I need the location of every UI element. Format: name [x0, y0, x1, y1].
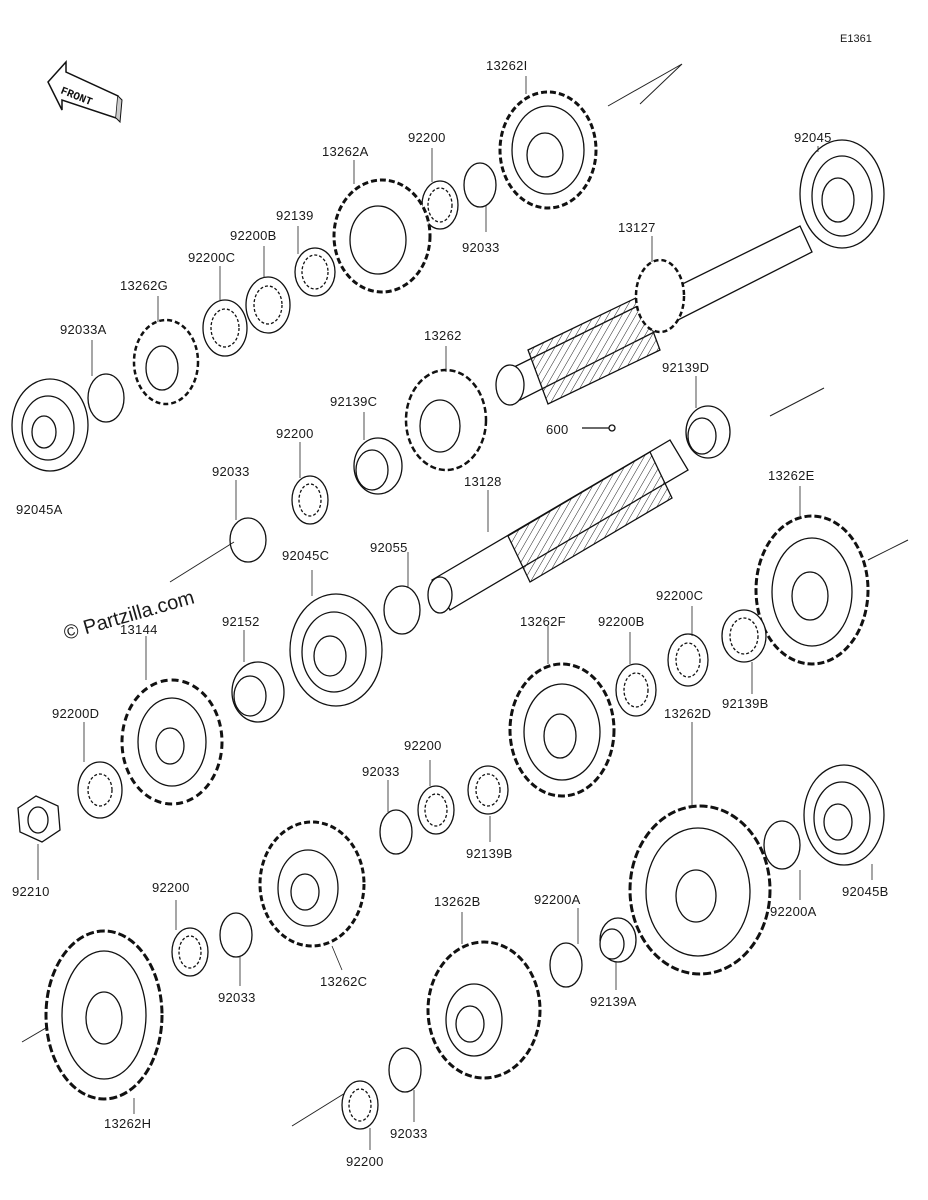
bushing-92139c[interactable]	[353, 437, 403, 495]
callout-label[interactable]: 92033A	[60, 322, 107, 337]
callout-label[interactable]: 13262H	[104, 1116, 151, 1131]
gear-13262e[interactable]	[754, 514, 870, 666]
gear-13262a[interactable]	[332, 178, 432, 294]
oring-92055[interactable]	[383, 585, 421, 635]
washer-92200c-right[interactable]	[667, 633, 709, 687]
gear-13262[interactable]	[404, 368, 488, 472]
gear-13262f[interactable]	[508, 662, 616, 798]
washer-92200a-left[interactable]	[549, 942, 583, 988]
callout-label[interactable]: 13262B	[434, 894, 481, 909]
washer-92200-left[interactable]	[171, 927, 209, 977]
callout-label[interactable]: 92139B	[722, 696, 769, 711]
gear-13262b[interactable]	[426, 940, 542, 1080]
diagram-code: E1361	[840, 33, 872, 45]
callout-label[interactable]: 13262C	[320, 974, 367, 989]
circlip-92033a[interactable]	[87, 373, 125, 423]
shaft-13128[interactable]	[427, 424, 689, 614]
callout-label[interactable]: 92139A	[590, 994, 637, 1009]
callout-label[interactable]: 13262	[424, 328, 462, 343]
callout-label[interactable]: 92045A	[16, 502, 63, 517]
callout-label[interactable]: 92200	[408, 130, 446, 145]
callout-label[interactable]: 92200B	[230, 228, 277, 243]
callout-label[interactable]: 13262F	[520, 614, 566, 629]
washer-92200b-right[interactable]	[615, 663, 657, 717]
circlip-92033-mid[interactable]	[229, 517, 267, 563]
bearing-92045[interactable]	[799, 139, 885, 249]
callout-label[interactable]: 13262E	[768, 468, 815, 483]
nut-92210[interactable]	[17, 795, 61, 843]
callout-label[interactable]: 92045C	[282, 548, 329, 563]
sprocket-13144[interactable]	[120, 678, 224, 806]
callout-label[interactable]: 92200A	[534, 892, 581, 907]
washer-92200c-top[interactable]	[202, 299, 248, 357]
callout-label[interactable]: 92033	[462, 240, 500, 255]
bushing-92139b-right[interactable]	[721, 609, 767, 663]
callout-label[interactable]: 13262I	[486, 58, 528, 73]
washer-92200-lower[interactable]	[417, 785, 455, 835]
callout-label[interactable]: 92045B	[842, 884, 889, 899]
callout-label[interactable]: 92200C	[656, 588, 703, 603]
circlip-92033-left[interactable]	[219, 912, 253, 958]
callout-label[interactable]: 92139C	[330, 394, 377, 409]
bearing-92045b[interactable]	[803, 764, 885, 866]
callout-label[interactable]: 92200B	[598, 614, 645, 629]
callout-label[interactable]: 92033	[212, 464, 250, 479]
callout-label[interactable]: 92200D	[52, 706, 99, 721]
circlip-92033-lower[interactable]	[379, 809, 413, 855]
washer-92200-mid[interactable]	[291, 475, 329, 525]
callout-label[interactable]: 92139	[276, 208, 314, 223]
callout-label[interactable]: 92045	[794, 130, 832, 145]
callout-label[interactable]: 92200C	[188, 250, 235, 265]
bearing-92045a[interactable]	[11, 378, 89, 472]
washer-92200b-top[interactable]	[245, 276, 291, 334]
callout-label[interactable]: 92033	[218, 990, 256, 1005]
gear-13262i[interactable]	[498, 90, 598, 210]
callout-label[interactable]: 92033	[362, 764, 400, 779]
callout-label[interactable]: 92200	[346, 1154, 384, 1169]
washer-92200a-right[interactable]	[763, 820, 801, 870]
callout-label[interactable]: 92139D	[662, 360, 709, 375]
bearing-92045c[interactable]	[289, 593, 383, 707]
callout-label[interactable]: 92200A	[770, 904, 817, 919]
callout-label[interactable]: 92152	[222, 614, 260, 629]
bushing-92139a[interactable]	[599, 917, 637, 963]
washer-92200d[interactable]	[77, 761, 123, 819]
collar-92152[interactable]	[231, 661, 285, 723]
callout-label[interactable]: 92210	[12, 884, 50, 899]
washer-92200-top[interactable]	[421, 180, 459, 230]
callout-label[interactable]: 92055	[370, 540, 408, 555]
washer-92200-bottom[interactable]	[341, 1080, 379, 1130]
callout-label[interactable]: 92200	[152, 880, 190, 895]
callout-label[interactable]: 92139B	[466, 846, 513, 861]
callout-label[interactable]: 92033	[390, 1126, 428, 1141]
callout-label[interactable]: 13127	[618, 220, 656, 235]
callout-label[interactable]: 92200	[276, 426, 314, 441]
callout-label[interactable]: 13144	[120, 622, 158, 637]
callout-label[interactable]: 13128	[464, 474, 502, 489]
front-arrow: FRONT	[47, 60, 123, 124]
bushing-92139[interactable]	[294, 247, 336, 297]
callout-label[interactable]: 600	[546, 422, 569, 437]
bushing-92139d[interactable]	[685, 405, 731, 459]
gear-13262c[interactable]	[258, 820, 366, 948]
circlip-92033-top[interactable]	[463, 162, 497, 208]
gear-13262g[interactable]	[132, 318, 200, 406]
circlip-92033-bottom[interactable]	[388, 1047, 422, 1093]
callout-label[interactable]: 13262G	[120, 278, 168, 293]
leader-lines	[37, 76, 873, 1150]
bushing-92139b-mid[interactable]	[467, 765, 509, 815]
shaft-13127[interactable]	[495, 225, 813, 406]
gear-13262h[interactable]	[44, 929, 164, 1101]
callout-label[interactable]: 13262A	[322, 144, 369, 159]
gear-13262d[interactable]	[628, 804, 772, 976]
callout-label[interactable]: 13262D	[664, 706, 711, 721]
callout-label[interactable]: 92200	[404, 738, 442, 753]
callout-labels: 13262I 92045 92200 13262A 92139 92200B 9…	[12, 58, 889, 1169]
